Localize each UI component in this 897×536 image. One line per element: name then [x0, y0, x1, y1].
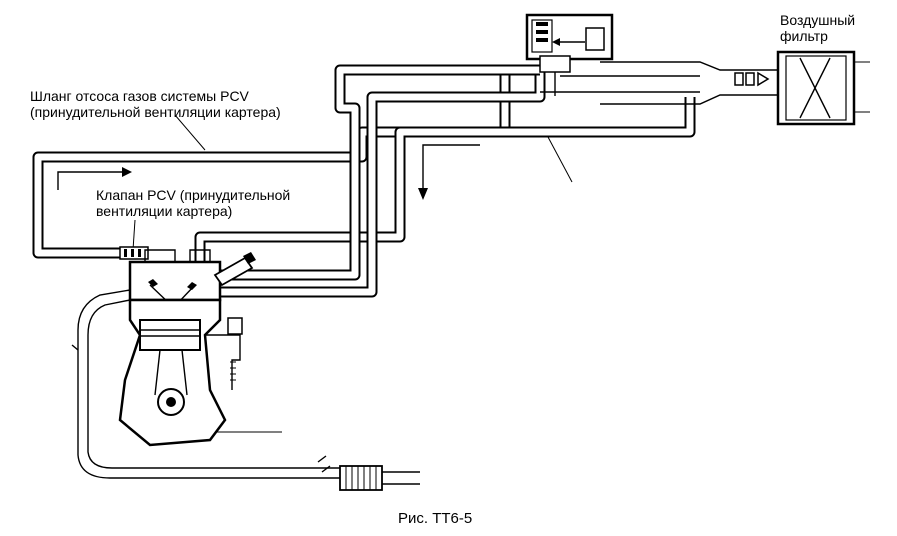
- exhaust-pipe: [71, 289, 420, 491]
- air-filter-label: Воздушный фильтр: [780, 12, 855, 44]
- figure-caption: Рис. ТТ6-5: [398, 510, 473, 527]
- flow-arrow-down: [418, 144, 480, 200]
- pcv-hose-label: Шланг отсоса газов системы PCV (принудит…: [30, 88, 281, 120]
- pcv-valve-label: Клапан PCV (принудительной вентиляции ка…: [96, 187, 290, 219]
- engine-block: [118, 298, 243, 447]
- air-hose-connector: [189, 249, 211, 262]
- air-filter-label-line1: Воздушный: [780, 12, 856, 28]
- pcv-hose-label-line1: Шланг отсоса газов системы PCV: [30, 88, 249, 104]
- throttle-body: [525, 13, 614, 96]
- pcv-hose-label-line2: (принудительной вентиляции картера): [30, 104, 281, 120]
- air-filter: [776, 50, 870, 126]
- fresh-air-hose: [194, 97, 696, 262]
- air-filter-label-line2: фильтр: [780, 28, 828, 44]
- air-intake-duct: [540, 61, 778, 105]
- air-hose-leader-line: [547, 136, 573, 183]
- pcv-valve: [119, 246, 149, 260]
- hose-leader-line: [174, 114, 206, 151]
- intake-manifold: [220, 64, 546, 298]
- pcv-valve-label-line1: Клапан PCV (принудительной: [96, 187, 291, 203]
- valve-leader-line: [132, 219, 136, 251]
- flow-arrow-top-left: [57, 167, 132, 190]
- pcv-valve-label-line2: вентиляции картера): [96, 203, 233, 219]
- spark-plug: [213, 252, 256, 287]
